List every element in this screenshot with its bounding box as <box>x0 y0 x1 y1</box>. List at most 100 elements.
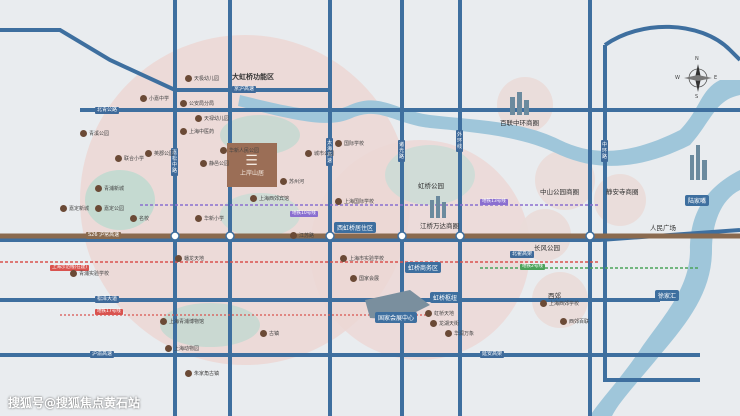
poi-marker-icon[interactable] <box>95 185 102 192</box>
poi-label: 青浦新城 <box>104 186 125 192</box>
poi-label: 朱家角古镇 <box>194 371 220 377</box>
dahongqiao-label: 大虹桥功能区 <box>232 73 274 81</box>
poi-marker-icon[interactable] <box>220 147 227 154</box>
poi-marker-icon[interactable] <box>280 178 287 185</box>
poi-marker-icon[interactable] <box>305 150 312 157</box>
poi-marker-icon[interactable] <box>185 370 192 377</box>
road-taiwai[interactable]: 太海高速 <box>326 138 333 166</box>
road-yanan[interactable]: 延安高架 <box>480 351 505 358</box>
green-area <box>220 193 300 237</box>
poi-label: 嘉定公园 <box>104 206 125 212</box>
poi-label: 上海青浦博物馆 <box>169 319 205 325</box>
poi-marker-icon[interactable] <box>160 318 167 325</box>
poi-marker-icon[interactable] <box>140 95 147 102</box>
project-marker[interactable]: ☰ 上岸山居 <box>227 143 277 187</box>
metro-line10-label[interactable]: 地铁10号线 <box>290 211 318 217</box>
poi-marker-icon[interactable] <box>185 75 192 82</box>
road-zhudi[interactable]: 诸光路 <box>398 140 405 162</box>
green-area <box>85 170 155 230</box>
project-logo-icon: ☰ <box>245 152 259 169</box>
poi-label: 青浦实验学校 <box>79 271 110 277</box>
poi-marker-icon[interactable] <box>335 198 342 205</box>
poi-label: 上海国际学校 <box>344 199 375 205</box>
hub-lujiazui[interactable]: 陆家嘴 <box>685 195 710 206</box>
poi-marker-icon[interactable] <box>180 128 187 135</box>
district-hongqiao-park: 虹桥公园 <box>418 182 444 190</box>
poi-marker-icon[interactable] <box>335 140 342 147</box>
poi-label: 公安局分局 <box>189 101 215 107</box>
project-name: 上岸山居 <box>239 169 264 177</box>
poi-label: 嘉定新城 <box>69 206 90 212</box>
road-beiqing[interactable]: 北青公路 <box>95 107 120 114</box>
poi-marker-icon[interactable] <box>200 160 207 167</box>
road-waihuan[interactable]: 外环线 <box>456 130 463 152</box>
poi-label: 英郡公园 <box>154 151 175 157</box>
road-songze[interactable]: 松泽大道 <box>95 296 120 303</box>
poi-marker-icon[interactable] <box>350 275 357 282</box>
poi-label: 虹桥天地 <box>434 311 455 317</box>
metro-line2-label[interactable]: 上海示范线(在建) <box>50 265 90 271</box>
poi-label: 华新人民公园 <box>229 148 260 154</box>
road-humin[interactable]: 沪渝高速 <box>90 351 115 358</box>
poi-marker-icon[interactable] <box>175 255 182 262</box>
poi-marker-icon[interactable] <box>195 215 202 222</box>
poi-marker-icon[interactable] <box>340 255 347 262</box>
poi-marker-icon[interactable] <box>70 270 77 277</box>
compass-w: W <box>675 75 680 81</box>
poi-marker-icon[interactable] <box>290 232 297 239</box>
poi-label: 城市公园 <box>314 151 335 157</box>
poi-label: 天禄幼儿园 <box>204 116 230 122</box>
poi-marker-icon[interactable] <box>165 345 172 352</box>
district-jingan: 静安寺商圈 <box>606 188 639 196</box>
poi-label: 江苏路 <box>299 233 315 239</box>
poi-label: 上海市实验学校 <box>349 256 385 262</box>
road-jinghu[interactable]: 京沪高速 <box>232 86 257 93</box>
poi-marker-icon[interactable] <box>430 320 437 327</box>
poi-label: 上海西郊学校 <box>549 301 580 307</box>
poi-marker-icon[interactable] <box>130 215 137 222</box>
poi-marker-icon[interactable] <box>95 205 102 212</box>
poi-marker-icon[interactable] <box>80 130 87 137</box>
district-zhongshan: 中山公园商圈 <box>540 188 579 196</box>
hub-guozhan[interactable]: 国家会展中心 <box>375 312 418 323</box>
poi-marker-icon[interactable] <box>145 150 152 157</box>
poi-marker-icon[interactable] <box>115 155 122 162</box>
poi-label: 苏州河 <box>289 179 305 185</box>
poi-label: 名校 <box>139 216 150 222</box>
hub-hongqiao-hub[interactable]: 虹桥枢纽 <box>430 292 461 303</box>
river-suzhou <box>238 80 740 166</box>
hub-hongqiao-biz[interactable]: 虹桥商务区 <box>405 262 442 273</box>
poi-marker-icon[interactable] <box>180 100 187 107</box>
poi-label: 静邑公园 <box>209 161 230 167</box>
green-area <box>160 303 260 347</box>
road-s26[interactable]: S26 沪常高速 <box>86 232 122 239</box>
hub-xujiahui[interactable]: 徐家汇 <box>655 290 680 301</box>
district-jiangqiao: 江桥万达商圈 <box>420 222 459 230</box>
poi-marker-icon[interactable] <box>260 330 267 337</box>
poi-marker-icon[interactable] <box>540 300 547 307</box>
poi-label: 小嘉中学 <box>149 96 170 102</box>
compass-e: E <box>714 75 718 81</box>
metro-line17-label[interactable]: 地铁17号线 <box>95 309 123 315</box>
poi-marker-icon[interactable] <box>425 310 432 317</box>
poi-label: 华润万象 <box>454 331 475 337</box>
poi-marker-icon[interactable] <box>60 205 67 212</box>
poi-label: 蟠龙天地 <box>184 256 205 262</box>
poi-marker-icon[interactable] <box>445 330 452 337</box>
poi-label: 青溪公园 <box>89 131 110 137</box>
metro-line2-green-label[interactable]: 地铁2号线 <box>520 264 545 270</box>
hub-xihongqiao[interactable]: 西虹桥居住区 <box>334 222 377 233</box>
compass-icon: N E S W <box>675 56 718 100</box>
poi-marker-icon[interactable] <box>195 115 202 122</box>
poi-marker-icon[interactable] <box>250 195 257 202</box>
road-jiaxiu[interactable]: 嘉松中路 <box>171 148 178 176</box>
road-zhongchun[interactable]: 中环路 <box>601 140 608 162</box>
metro-line13-label[interactable]: 地铁13号线 <box>480 199 508 205</box>
poi-marker-icon[interactable] <box>560 318 567 325</box>
compass-s: S <box>695 94 699 100</box>
road-beidi[interactable]: 北翟高架 <box>510 251 535 258</box>
district-changfeng: 长风公园 <box>534 244 560 252</box>
